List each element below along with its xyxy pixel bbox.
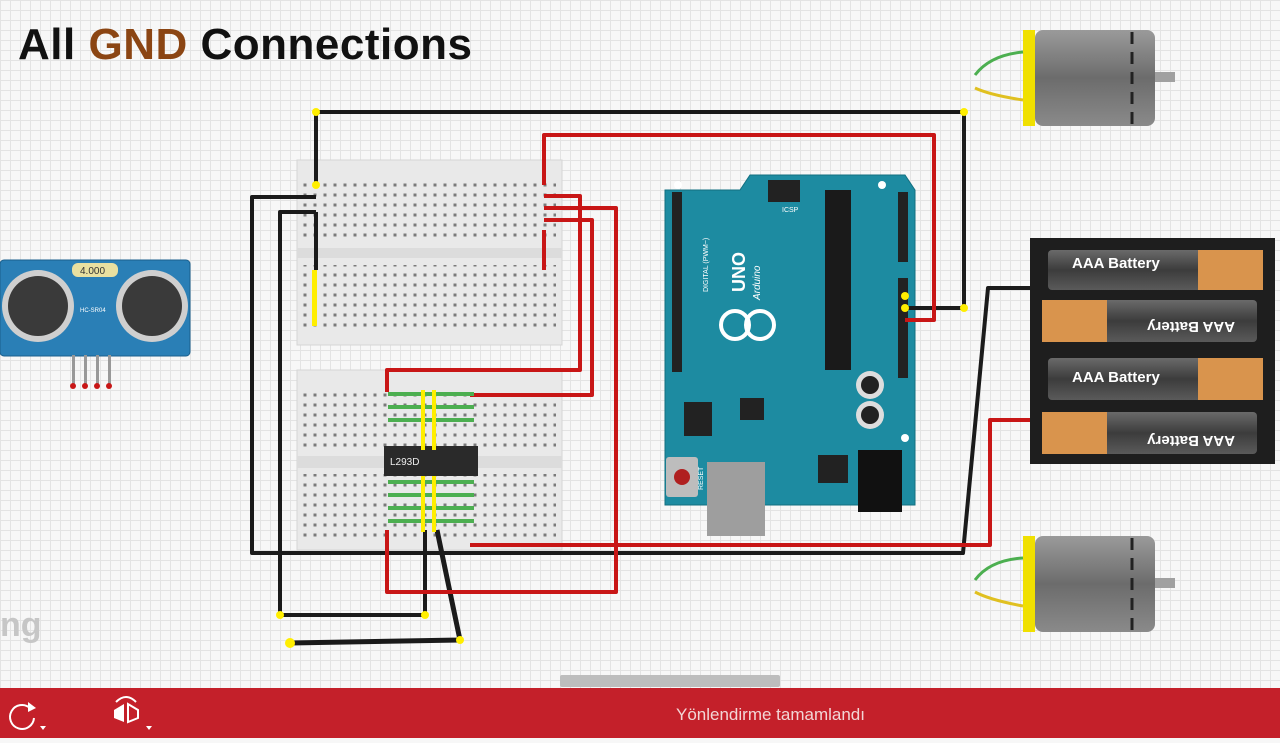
breadboard-highlights	[388, 392, 474, 523]
power-wires	[385, 133, 1030, 594]
title-suffix: Connections	[200, 20, 473, 69]
arduino-model-label: UNO	[729, 252, 749, 292]
chip-label: L293D	[390, 457, 419, 468]
circuit-diagram[interactable]: Arduino UNO DIGITAL (PWM~) RESET ICSP	[0, 0, 1280, 688]
sensor-model: HC-SR04	[80, 308, 106, 314]
rotate-button[interactable]	[0, 688, 54, 738]
page-title: All GND Connections	[18, 20, 472, 70]
sensor-display: 4.000	[80, 266, 105, 277]
status-message: Yönlendirme tamamlandı	[676, 705, 865, 724]
arduino-logo	[744, 309, 776, 341]
flip-button[interactable]	[108, 688, 162, 738]
power-jack	[858, 450, 902, 512]
arduino-digital-label: DIGITAL (PWM~)	[703, 238, 710, 292]
arduino-uno-board[interactable]: Arduino UNO DIGITAL (PWM~) RESET ICSP	[664, 174, 916, 536]
horizontal-scrollbar[interactable]	[560, 675, 780, 687]
breadboard-yellow-nodes	[312, 270, 436, 532]
dc-motor-bottom[interactable]	[973, 536, 1175, 632]
rotate-icon	[9, 702, 46, 730]
dc-motor-top[interactable]	[973, 30, 1175, 126]
battery-pack[interactable]: AAA Battery AAA Battery AAA Battery AAA …	[1030, 238, 1275, 464]
arduino-brand-label: Arduino	[752, 265, 763, 301]
l293d-chip[interactable]: L293D	[384, 446, 478, 476]
atmega-chip	[825, 190, 851, 370]
ultrasonic-sensor[interactable]: 4.000 HC-SR04	[0, 259, 191, 389]
title-accent: GND	[88, 20, 188, 69]
wire-endpoints	[276, 108, 968, 648]
arduino-reset-label: RESET	[698, 466, 705, 490]
breadboard-top[interactable]	[296, 159, 563, 346]
flip-icon	[114, 696, 152, 730]
usb-port	[707, 462, 765, 536]
arduino-icsp-label: ICSP	[782, 207, 799, 214]
battery-cell-label-1: AAA Battery	[1072, 255, 1160, 272]
battery-cell-label-2: AAA Battery	[1147, 318, 1235, 335]
circuit-canvas[interactable]: Arduino UNO DIGITAL (PWM~) RESET ICSP	[0, 0, 1280, 688]
battery-cell-label-3: AAA Battery	[1072, 369, 1160, 386]
bottom-toolbar: Yönlendirme tamamlandı	[0, 688, 1280, 738]
title-prefix: All	[18, 20, 76, 69]
watermark-text: ng	[0, 606, 42, 644]
battery-cell-label-4: AAA Battery	[1147, 432, 1235, 449]
